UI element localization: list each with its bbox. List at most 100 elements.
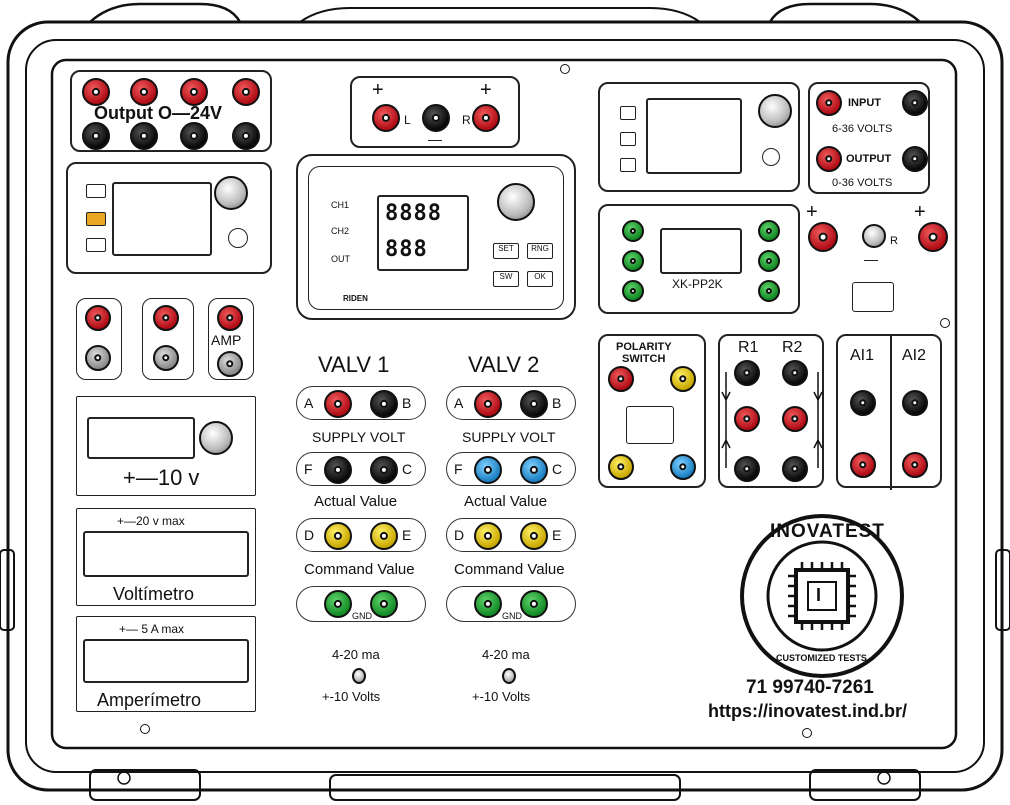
module-button[interactable] xyxy=(620,106,636,120)
input-range: 6-36 VOLTS xyxy=(832,123,893,135)
valve1-mode-toggle[interactable] xyxy=(352,668,366,684)
module-button[interactable] xyxy=(86,238,106,252)
valve1-c: C xyxy=(402,461,413,477)
valve2-jack-a[interactable] xyxy=(474,390,502,418)
valve2-jack-cmd-2[interactable] xyxy=(520,590,548,618)
ai2-jack-bottom[interactable] xyxy=(902,452,928,478)
module-knob[interactable] xyxy=(758,94,792,128)
tension-knob[interactable] xyxy=(199,421,233,455)
lr-jack-l[interactable] xyxy=(372,104,400,132)
lr-section: + + L — R xyxy=(350,76,520,148)
meter-jack-red[interactable] xyxy=(153,305,179,331)
r1-jack-mid[interactable] xyxy=(734,406,760,432)
output-jack-red[interactable] xyxy=(816,146,842,172)
lr-jack-center[interactable] xyxy=(422,104,450,132)
xk-jack[interactable] xyxy=(758,250,780,272)
r2-label: R2 xyxy=(782,339,803,356)
valve1-jack-d[interactable] xyxy=(324,522,352,550)
xk-jack[interactable] xyxy=(758,220,780,242)
rocker-switch[interactable] xyxy=(852,282,894,312)
valve2-jack-e[interactable] xyxy=(520,522,548,550)
polarity-jack-yellow[interactable] xyxy=(670,366,696,392)
amp-jack-red[interactable] xyxy=(217,305,243,331)
brand-url[interactable]: https://inovatest.ind.br/ xyxy=(708,701,908,721)
module-knob[interactable] xyxy=(214,176,248,210)
valve1-jack-e[interactable] xyxy=(370,522,398,550)
valve1-e: E xyxy=(402,527,412,543)
output-jack-negative-1[interactable] xyxy=(82,122,110,150)
valve1-jack-c[interactable] xyxy=(370,456,398,484)
valve1-ab-row xyxy=(296,386,426,420)
r1-jack-bottom[interactable] xyxy=(734,456,760,482)
module-button[interactable] xyxy=(86,212,106,226)
valve2-mode-toggle[interactable] xyxy=(502,668,516,684)
valve1-jack-a[interactable] xyxy=(324,390,352,418)
r-potentiometer[interactable] xyxy=(862,224,886,248)
power-icon[interactable] xyxy=(228,228,248,248)
valve2-de-row xyxy=(446,518,576,552)
psu-button-sw[interactable]: SW xyxy=(493,271,519,287)
valve2-section: VALV 2 A B SUPPLY VOLT F C Actual Value … xyxy=(446,350,576,710)
valve1-actual: Actual Value xyxy=(314,493,398,510)
xk-jack[interactable] xyxy=(622,280,644,302)
psu-button-set[interactable]: SET xyxy=(493,243,519,259)
valve1-jack-cmd-1[interactable] xyxy=(324,590,352,618)
valve2-jack-f[interactable] xyxy=(474,456,502,484)
valve2-jack-b[interactable] xyxy=(520,390,548,418)
ai2-jack-top[interactable] xyxy=(902,390,928,416)
polarity-jack-red[interactable] xyxy=(608,366,634,392)
valve1-jack-cmd-2[interactable] xyxy=(370,590,398,618)
psu-display-bottom: 888 xyxy=(385,237,428,262)
power-icon[interactable] xyxy=(762,148,780,166)
ai1-jack-bottom[interactable] xyxy=(850,452,876,478)
module-button[interactable] xyxy=(86,184,106,198)
valve2-jack-cmd-1[interactable] xyxy=(474,590,502,618)
xk-jack[interactable] xyxy=(622,220,644,242)
ai1-jack-top[interactable] xyxy=(850,390,876,416)
psu-button-rng[interactable]: RNG xyxy=(527,243,553,259)
ammeter-range: +— 5 A max xyxy=(119,622,185,636)
output-jack-negative-4[interactable] xyxy=(232,122,260,150)
r2-jack-mid[interactable] xyxy=(782,406,808,432)
module-button[interactable] xyxy=(620,132,636,146)
output-jack-positive-1[interactable] xyxy=(82,78,110,106)
lr-jack-r[interactable] xyxy=(472,104,500,132)
polarity-jack-blue[interactable] xyxy=(670,454,696,480)
r-jack-left[interactable] xyxy=(808,222,838,252)
psu-button-ok[interactable]: OK xyxy=(527,271,553,287)
valve1-jack-f[interactable] xyxy=(324,456,352,484)
polarity-jack-yellow-2[interactable] xyxy=(608,454,634,480)
module-button[interactable] xyxy=(620,158,636,172)
input-jack-black[interactable] xyxy=(902,90,928,116)
valve2-d: D xyxy=(454,527,465,543)
tension-panel: +—10 v xyxy=(76,396,256,496)
output-jack-negative-2[interactable] xyxy=(130,122,158,150)
output-jack-positive-4[interactable] xyxy=(232,78,260,106)
output-jack-positive-3[interactable] xyxy=(180,78,208,106)
valve2-jack-c[interactable] xyxy=(520,456,548,484)
output-label: OUTPUT xyxy=(846,153,892,165)
r1-jack-top[interactable] xyxy=(734,360,760,386)
valve1-ma: 4-20 ma xyxy=(332,647,380,662)
polarity-rocker[interactable] xyxy=(626,406,674,444)
input-jack-red[interactable] xyxy=(816,90,842,116)
amp-jack-gray[interactable] xyxy=(217,351,243,377)
output-jack-black[interactable] xyxy=(902,146,928,172)
valve1-jack-b[interactable] xyxy=(370,390,398,418)
r2-jack-bottom[interactable] xyxy=(782,456,808,482)
output-jack-positive-2[interactable] xyxy=(130,78,158,106)
resistor-arrows xyxy=(721,372,823,468)
meter-jack-red[interactable] xyxy=(85,305,111,331)
meter-jack-gray[interactable] xyxy=(85,345,111,371)
valve2-supply: SUPPLY VOLT xyxy=(462,429,556,445)
tension-label: +—10 v xyxy=(123,465,200,490)
psu-knob[interactable] xyxy=(497,183,535,221)
r-jack-right[interactable] xyxy=(918,222,948,252)
xk-jack[interactable] xyxy=(758,280,780,302)
meter-jack-gray[interactable] xyxy=(153,345,179,371)
output-jack-negative-3[interactable] xyxy=(180,122,208,150)
r2-jack-top[interactable] xyxy=(782,360,808,386)
xk-jack[interactable] xyxy=(622,250,644,272)
valve2-jack-d[interactable] xyxy=(474,522,502,550)
valve2-gnd: GND xyxy=(502,611,522,621)
